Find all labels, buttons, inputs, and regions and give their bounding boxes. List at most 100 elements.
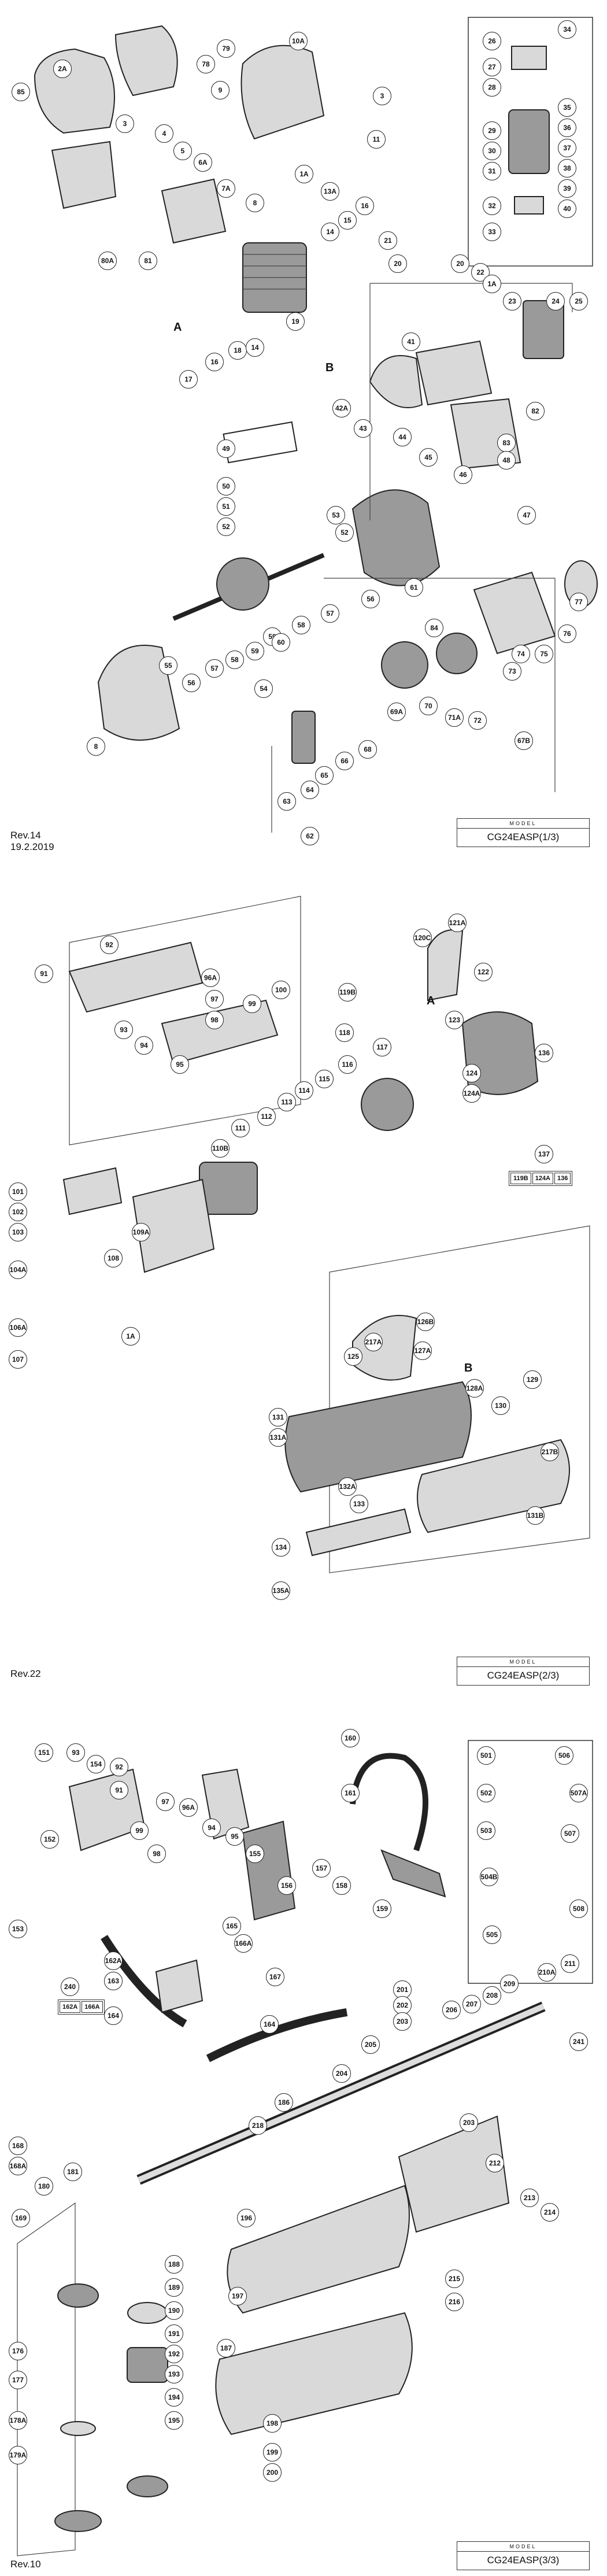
- gasket-part: [223, 421, 298, 464]
- callout: 110B: [211, 1139, 230, 1158]
- callout: 78: [197, 55, 215, 73]
- callout: 101: [9, 1182, 27, 1201]
- callout: 94: [202, 1819, 221, 1837]
- spool-cover-part: [60, 2421, 96, 2436]
- callout: 216: [445, 2293, 464, 2311]
- callout: 189: [165, 2278, 183, 2297]
- callout: 200: [263, 2463, 282, 2482]
- callout: 125: [344, 1347, 362, 1366]
- callout: 507A: [569, 1784, 588, 1802]
- callout: 27: [483, 58, 501, 76]
- callout: 42A: [332, 399, 351, 417]
- callout: 241: [569, 2032, 588, 2051]
- air-cleaner-base-part: [369, 355, 423, 408]
- callout: 508: [569, 1899, 588, 1918]
- callout: 201: [393, 1980, 412, 1999]
- kit-box: 119B 124A 136: [509, 1171, 573, 1186]
- clutch-shoe-part: [199, 1162, 258, 1215]
- callout: 93: [66, 1743, 85, 1762]
- model-box: MODEL CG24EASP(1/3): [457, 818, 590, 847]
- callout: 161: [341, 1784, 360, 1802]
- gear-case-part: [132, 1178, 215, 1273]
- callout: 168: [9, 2137, 27, 2155]
- callout: 84: [425, 619, 443, 637]
- tool-inset-frame: [468, 1740, 593, 1984]
- callout: 15: [338, 211, 357, 230]
- kit-item: 136: [554, 1173, 571, 1184]
- callout: 153: [9, 1920, 27, 1938]
- callout: 122: [474, 963, 493, 981]
- callout: 69A: [387, 703, 406, 721]
- callout: 124: [462, 1064, 481, 1082]
- callout: 18: [228, 341, 247, 360]
- callout: 199: [263, 2443, 282, 2462]
- callout: 111: [231, 1119, 250, 1137]
- callout: 20: [451, 254, 469, 273]
- callout: 104A: [9, 1261, 27, 1279]
- callout: 162A: [104, 1952, 123, 1970]
- callout: 16: [205, 353, 224, 371]
- callout: 4: [155, 124, 173, 143]
- callout: 68: [358, 740, 377, 759]
- callout: 22: [471, 263, 490, 282]
- ignition-coil-part: [291, 711, 316, 764]
- carburetor-part: [523, 300, 564, 359]
- callout: 118: [335, 1023, 354, 1042]
- callout: 180: [35, 2177, 53, 2196]
- callout: 3: [373, 87, 391, 105]
- sheet-1: A B 85 2A 3 79 78 9 10A 3 11 4 5 6A 80A …: [0, 0, 607, 856]
- clutch-part: [436, 633, 478, 674]
- sheet-2-drawing: [62, 896, 590, 1573]
- callout: 38: [558, 159, 576, 178]
- cylinder-cover-part: [34, 48, 115, 134]
- throttle-housing-lower-part: [161, 999, 279, 1065]
- callout: 98: [147, 1845, 166, 1863]
- reference-letter-a: A: [427, 995, 435, 1007]
- callout: 26: [483, 32, 501, 50]
- callout: 14: [246, 338, 264, 357]
- guard-part: [227, 2185, 410, 2314]
- callout: 67B: [515, 731, 533, 750]
- model-code: CG24EASP(3/3): [487, 2555, 560, 2566]
- callout: 21: [379, 231, 397, 250]
- crankcase-part: [351, 489, 441, 586]
- callout: 207: [462, 1995, 481, 2013]
- callout: 204: [332, 2064, 351, 2083]
- callout: 72: [468, 711, 487, 730]
- callout: 63: [277, 792, 296, 811]
- callout: 43: [354, 419, 372, 438]
- callout: 116: [338, 1055, 357, 1074]
- callout: 25: [569, 292, 588, 311]
- callout: 44: [393, 428, 412, 446]
- callout: 155: [246, 1845, 264, 1863]
- callout: 52: [335, 523, 354, 542]
- leader-lines: [271, 283, 573, 833]
- callout: 66: [335, 752, 354, 770]
- kit-item: 119B: [510, 1173, 531, 1184]
- callout: 212: [486, 2154, 504, 2172]
- loop-handle-part: [350, 1753, 428, 1851]
- nylon-head-part: [54, 2510, 102, 2532]
- callout: 92: [110, 1758, 128, 1776]
- callout: 54: [254, 679, 273, 698]
- callout: 97: [205, 990, 224, 1008]
- callout: 56: [361, 590, 380, 608]
- callout: 82: [526, 402, 545, 420]
- air-cleaner-cover-part: [240, 45, 325, 140]
- callout: 14: [321, 223, 339, 241]
- clutch-drum-part: [361, 1078, 414, 1131]
- callout: 20: [388, 254, 407, 273]
- callout: 157: [312, 1859, 331, 1878]
- callout: 151: [35, 1743, 53, 1762]
- callout: 156: [277, 1876, 296, 1895]
- callout: 79: [217, 39, 235, 58]
- callout: 503: [477, 1821, 495, 1840]
- callout: 9: [211, 81, 230, 99]
- clamp-part: [62, 1167, 123, 1215]
- callout: 132A: [338, 1477, 357, 1496]
- callout: 187: [217, 2339, 235, 2357]
- revision-date: 19.2.2019: [10, 841, 54, 852]
- callout: 96A: [201, 969, 220, 987]
- callout: 203: [460, 2113, 478, 2132]
- callout: 39: [558, 179, 576, 198]
